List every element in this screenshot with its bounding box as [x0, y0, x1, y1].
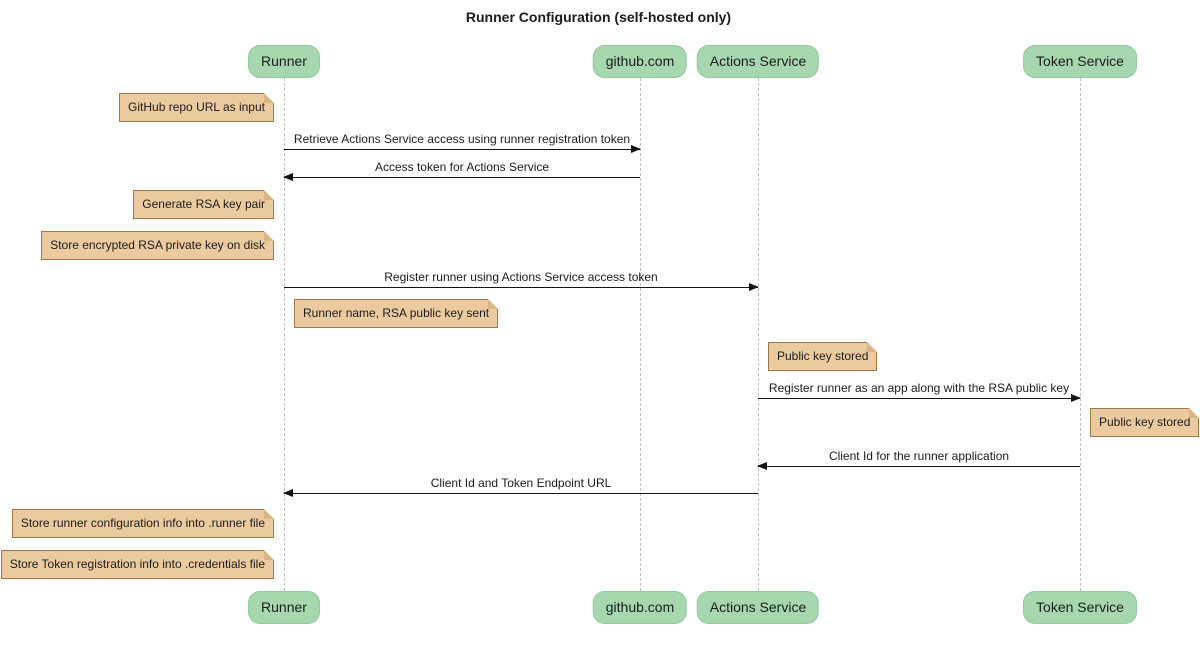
message-label: Client Id for the runner application — [828, 449, 1010, 463]
note-store-token-registration-info-into-credentials: Store Token registration info into .cred… — [0, 550, 275, 579]
message-label: Register runner as an app along with the… — [768, 381, 1070, 395]
message-label: Client Id and Token Endpoint URL — [430, 476, 612, 490]
arrowhead-icon — [749, 283, 759, 291]
arrowhead-icon — [631, 145, 641, 153]
lifeline-actions-service — [758, 78, 759, 591]
note-store-encrypted-rsa-private-key-on: Store encrypted RSA private key on disk — [41, 231, 274, 260]
lifeline-runner — [284, 78, 285, 591]
participant-bottom-actions-service: Actions Service — [696, 591, 820, 624]
message-retrieve-actions-service-access-using-runner: Retrieve Actions Service access using ru… — [284, 132, 641, 153]
arrowhead-icon — [1071, 394, 1081, 402]
participant-bottom-github-com: github.com — [592, 591, 688, 624]
message-register-runner-as-an-app-along: Register runner as an app along with the… — [758, 381, 1081, 402]
participant-bottom-runner: Runner — [248, 591, 320, 624]
participant-bottom-token-service: Token Service — [1023, 591, 1137, 624]
message-line — [757, 462, 1080, 470]
note-public-key-stored: Public key stored — [1090, 408, 1200, 437]
message-line — [283, 173, 640, 181]
note-store-runner-configuration-info-into-runner: Store runner configuration info into .ru… — [11, 509, 275, 538]
arrowhead-icon — [283, 173, 293, 181]
arrowhead-icon — [283, 489, 293, 497]
participant-top-github-com: github.com — [592, 45, 688, 78]
message-line — [283, 489, 758, 497]
participant-top-runner: Runner — [248, 45, 320, 78]
participant-top-token-service: Token Service — [1023, 45, 1137, 78]
note-generate-rsa-key-pair: Generate RSA key pair — [133, 190, 274, 219]
note-github-repo-url-as-input: GitHub repo URL as input — [119, 93, 274, 122]
message-client-id-and-token-endpoint-url: Client Id and Token Endpoint URL — [283, 476, 758, 497]
message-client-id-for-the-runner-application: Client Id for the runner application — [757, 449, 1080, 470]
lifeline-token-service — [1080, 78, 1081, 591]
message-label: Access token for Actions Service — [374, 160, 550, 174]
note-runner-name-rsa-public-key-sent: Runner name, RSA public key sent — [294, 299, 499, 328]
message-label: Retrieve Actions Service access using ru… — [293, 132, 631, 146]
message-register-runner-using-actions-service-access: Register runner using Actions Service ac… — [284, 270, 759, 291]
message-line — [284, 145, 641, 153]
lifeline-github-com — [640, 78, 641, 591]
message-line — [284, 283, 759, 291]
message-label: Register runner using Actions Service ac… — [384, 270, 658, 284]
participant-top-actions-service: Actions Service — [696, 45, 820, 78]
arrowhead-icon — [757, 462, 767, 470]
diagram-title: Runner Configuration (self-hosted only) — [465, 9, 732, 25]
message-access-token-for-actions-service: Access token for Actions Service — [283, 160, 640, 181]
message-line — [758, 394, 1081, 402]
note-public-key-stored: Public key stored — [768, 342, 878, 371]
